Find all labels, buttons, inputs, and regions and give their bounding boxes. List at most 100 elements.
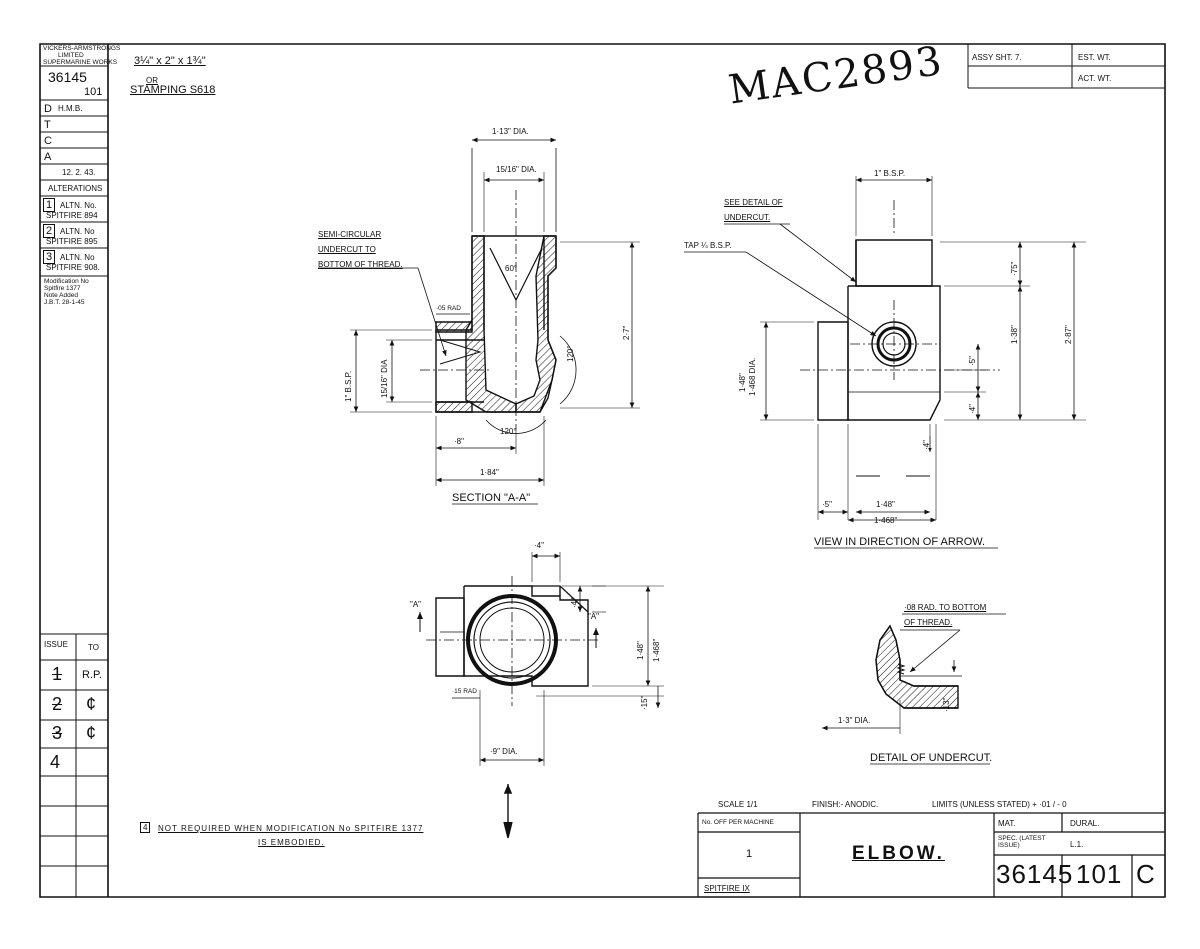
issue-row-3-to: ¢ <box>86 723 97 743</box>
no-off-label: No. OFF PER MACHINE <box>702 819 774 826</box>
undercut-note-line3: BOTTOM OF THREAD. <box>318 260 403 269</box>
revision-letter: C <box>1136 859 1156 889</box>
dim-inner-dia: 15/16" DIA. <box>496 165 537 174</box>
scale: SCALE 1/1 <box>718 800 758 809</box>
plan-view <box>417 552 664 838</box>
dim-1-468-dia: 1·468 DIA. <box>748 357 757 396</box>
no-off-value: 1 <box>746 848 753 860</box>
dim-0-15: ·15" <box>640 695 649 710</box>
detail-note-line1: ·08 RAD. TO BOTTOM <box>904 603 987 612</box>
dim-1-38: 1·38" <box>1010 325 1019 344</box>
approval-letter-c: C <box>44 135 52 147</box>
sheet-border <box>40 44 1165 897</box>
dim-height-2-7: 2·7" <box>622 325 631 340</box>
actual-weight-label: ACT. WT. <box>1078 74 1112 83</box>
drawing-number-part-small: 36145 <box>48 69 87 85</box>
undercut-note-line2: UNDERCUT TO <box>318 245 376 254</box>
issue-header: ISSUE <box>44 640 69 649</box>
modification-note-line3: Note Added <box>44 292 78 299</box>
detail-note-line2: OF THREAD. <box>904 618 953 627</box>
dim-0-4-small: ·4" <box>922 440 931 450</box>
title-block-grid <box>698 813 1165 897</box>
footnote-line1: NOT REQUIRED WHEN MODIFICATION No SPITFI… <box>158 824 424 833</box>
company-name-line1: VICKERS-ARMSTRONGS <box>43 45 121 52</box>
alteration-3-line1: ALTN. No <box>60 253 95 262</box>
dim-1-3-dia: 1·3" DIA. <box>838 716 871 725</box>
drawing-date: 12. 2. 43. <box>62 168 96 177</box>
dim-1-84: 1·84" <box>480 468 499 477</box>
alteration-1-line2: SPITFIRE 894 <box>46 211 98 220</box>
arrow-view <box>684 176 1086 548</box>
see-detail-line1: SEE DETAIL OF <box>724 198 783 207</box>
issue-row-1: 1 <box>52 664 63 684</box>
alteration-number-1: 1 <box>43 198 56 212</box>
alteration-number-3: 3 <box>43 250 56 264</box>
dim-1-468-bottom: 1·468" <box>874 516 898 525</box>
dim-0-75: ·75" <box>1010 261 1019 276</box>
spec-label: SPEC. (LATEST ISSUE) <box>998 835 1046 849</box>
dim-side-dia: 15/16" DIA <box>380 359 389 398</box>
part-number: 36145 <box>996 859 1074 889</box>
see-detail-line2: UNDERCUT. <box>724 213 771 222</box>
issue-to-header: TO <box>88 643 99 652</box>
section-caption: SECTION "A-A" <box>452 492 531 504</box>
section-marker-a-left: "A" <box>410 600 422 609</box>
dim-1-48-bottom: 1·48" <box>876 500 895 509</box>
dim-2-87: 2·87" <box>1064 325 1073 344</box>
limits: LIMITS (UNLESS STATED) + ·01 / - 0 <box>932 800 1067 809</box>
arrow-view-caption: VIEW IN DIRECTION OF ARROW. <box>814 536 986 548</box>
dim-outer-dia: 1·13" DIA. <box>492 127 529 136</box>
issue-row-4: 4 <box>50 752 61 772</box>
alterations-heading: ALTERATIONS <box>48 184 103 193</box>
dim-0-4-vertical: ·4" <box>968 404 977 414</box>
modification-note-line2: Spitfire 1377 <box>44 285 81 292</box>
weight-box <box>968 44 1165 88</box>
footnote-marker: 4 <box>140 822 151 833</box>
alteration-2-line1: ALTN. No <box>60 227 95 236</box>
part-sub-number: 101 <box>1076 859 1123 889</box>
footnote-line2: IS EMBODIED. <box>258 838 325 847</box>
material-label: MAT. <box>998 819 1016 828</box>
alteration-3-line2: SPITFIRE 908. <box>46 263 100 272</box>
alteration-2-line2: SPITFIRE 895 <box>46 237 98 246</box>
dim-0-9-dia: ·9" DIA. <box>490 747 518 756</box>
finish: FINISH:- ANODIC. <box>812 800 879 809</box>
alteration-number-2: 2 <box>43 224 56 238</box>
drawing-number-sub-small: 101 <box>84 86 103 98</box>
stock-or: OR <box>146 76 158 85</box>
detail-of-undercut <box>822 614 1006 764</box>
company-name-line3: SUPERMARINE WORKS <box>43 59 118 66</box>
alteration-1-line1: ALTN. No. <box>60 201 97 210</box>
drawing-title: ELBOW. <box>852 843 945 864</box>
angle-120-bottom: 120° <box>500 427 517 436</box>
issue-row-3: 3 <box>52 723 63 743</box>
dim-0-13: ·13" <box>942 697 951 712</box>
dim-0-4-top: ·4" <box>534 541 544 550</box>
section-marker-a-right: "A" <box>588 612 600 621</box>
dim-rad-15: ·15 RAD <box>452 688 477 695</box>
dim-0-5-bottom: ·5" <box>822 500 832 509</box>
dim-0-8: ·8" <box>454 437 464 446</box>
dim-plan-1-468: 1·468" <box>652 638 661 662</box>
aircraft-type: SPITFIRE IX <box>704 884 750 893</box>
assembly-sheet: ASSY SHT. 7. <box>972 53 1022 62</box>
material-value: DURAL. <box>1070 819 1100 828</box>
dim-1-48-dia: 1·48" <box>738 373 747 392</box>
section-a-a <box>318 137 640 504</box>
stock-size: 3¼" x 2" x 1¾" <box>134 55 206 67</box>
modification-note-line4: J.B.T. 28-1-45 <box>44 299 85 306</box>
approval-letter-a: A <box>44 151 52 163</box>
stamping-number: STAMPING S618 <box>130 84 216 96</box>
approval-letter-t: T <box>44 119 51 131</box>
company-name-line2: LIMITED <box>58 52 84 59</box>
issue-row-2: 2 <box>52 694 63 714</box>
dim-0-4-right: ·4" <box>570 598 579 608</box>
tap-quarter-bsp: TAP ¼ B.S.P. <box>684 241 732 250</box>
approval-name-d: H.M.B. <box>58 104 83 113</box>
undercut-note-line1: SEMI-CIRCULAR <box>318 230 382 239</box>
angle-60: 60° <box>505 264 518 273</box>
detail-caption: DETAIL OF UNDERCUT. <box>870 752 993 764</box>
left-column-grid <box>40 66 108 897</box>
